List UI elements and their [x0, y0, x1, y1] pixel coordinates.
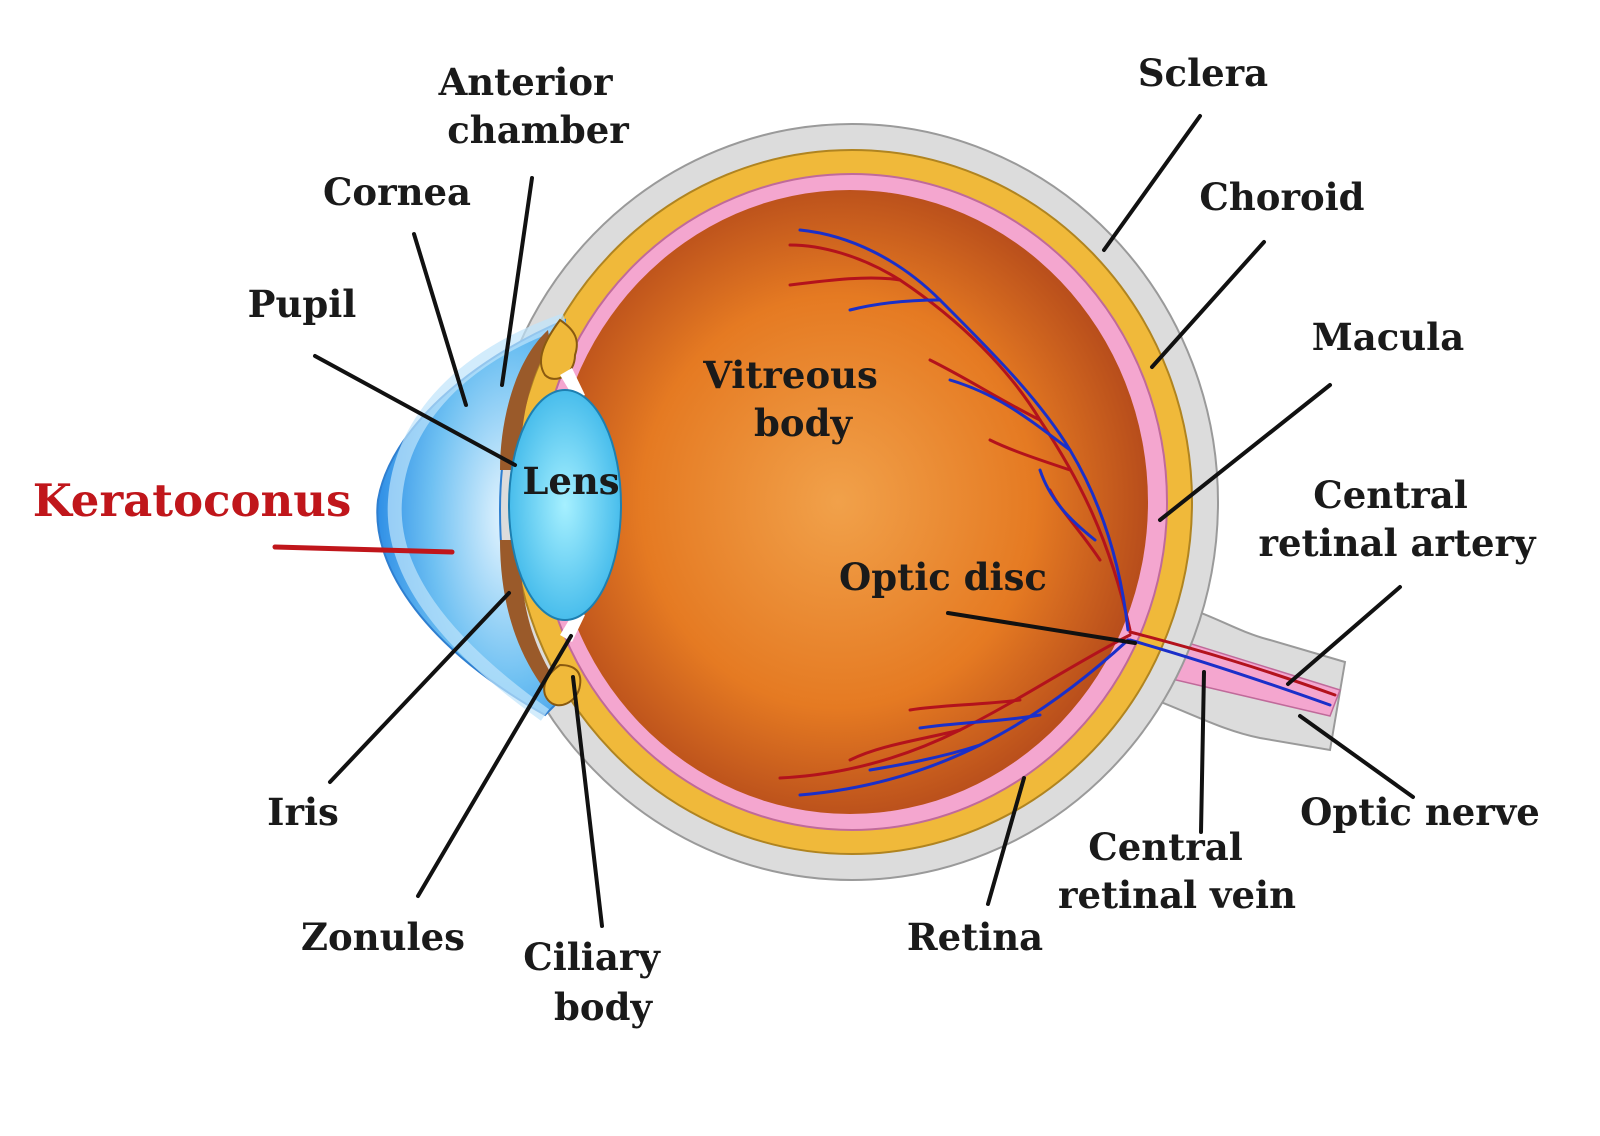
keratoconus-pointer	[272, 544, 455, 555]
leader-lines	[273, 114, 1415, 928]
label-iris: Iris	[267, 790, 339, 834]
label-macula: Macula	[1312, 315, 1464, 359]
label-choroid: Choroid	[1199, 175, 1364, 219]
label-ciliary-body: Ciliary body	[523, 935, 672, 1029]
label-optic-nerve: Optic nerve	[1300, 790, 1540, 834]
label-anterior-chamber: Anterior chamber	[438, 60, 630, 152]
label-central-retinal-vein: Central retinal vein	[1058, 825, 1296, 917]
label-lens: Lens	[522, 459, 619, 503]
label-sclera: Sclera	[1138, 51, 1268, 95]
iris-lower	[500, 540, 555, 690]
retinal-vessels	[778, 228, 1337, 797]
label-zonules: Zonules	[301, 915, 465, 959]
label-pupil: Pupil	[248, 282, 357, 326]
ciliary-body-upper	[540, 318, 578, 380]
label-keratoconus: Keratoconus	[33, 474, 352, 527]
zonules-upper	[560, 368, 585, 400]
label-vitreous-body: Vitreous body	[702, 353, 891, 445]
vitreous-body	[552, 190, 1148, 814]
cornea-highlight	[387, 313, 568, 721]
lens	[508, 389, 622, 621]
zonules-lower	[560, 610, 585, 642]
label-optic-disc: Optic disc	[839, 555, 1047, 599]
label-retina: Retina	[907, 915, 1043, 959]
label-cornea: Cornea	[323, 170, 471, 214]
iris	[500, 330, 550, 470]
label-central-retinal-artery: Central retinal artery	[1258, 473, 1537, 565]
